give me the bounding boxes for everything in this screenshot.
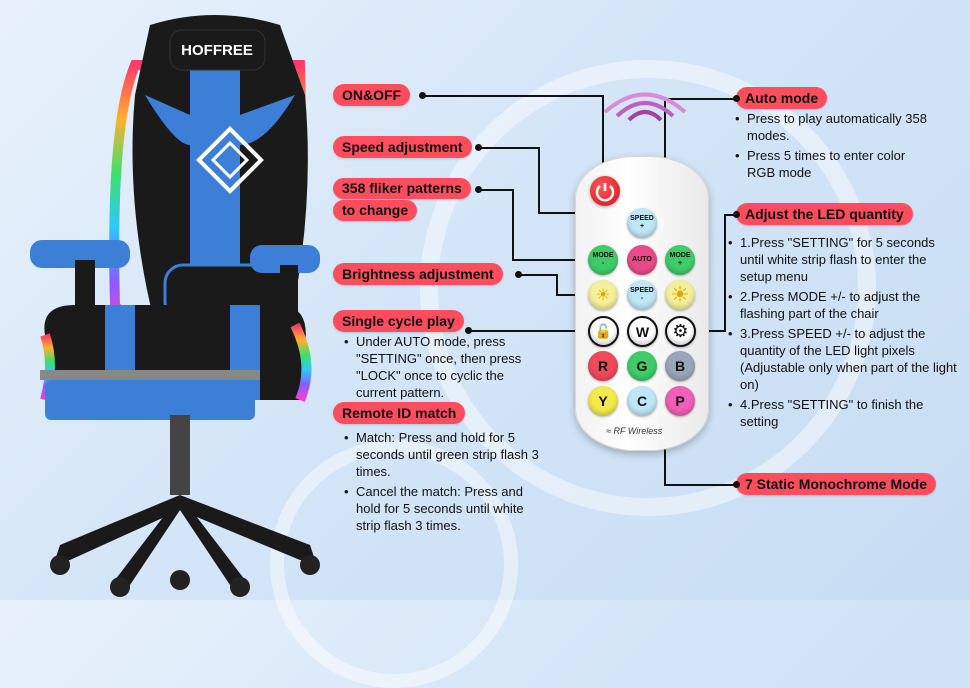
sun-small-icon: ☀	[595, 287, 611, 304]
label-fliker-patterns-line1: 358 fliker patterns	[342, 180, 462, 196]
sun-large-icon: ☀	[670, 282, 690, 307]
gaming-chair-image: HOFFREE	[30, 15, 320, 597]
auto-mode-item-rgb: Press 5 times to enter color RGB mode	[735, 147, 935, 181]
label-remote-id-match: Remote ID match	[333, 402, 466, 424]
connector-brightness-h2	[556, 294, 588, 296]
speed-plus-sign: +	[639, 223, 645, 230]
chair-brand-text: HOFFREE	[181, 42, 253, 59]
red-button[interactable]: R	[588, 351, 618, 381]
blue-button[interactable]: B	[665, 351, 695, 381]
dot-on-off	[419, 92, 426, 99]
single-cycle-item: Under AUTO mode, press "SETTING" once, t…	[344, 333, 539, 401]
dot-static	[733, 481, 740, 488]
rf-wireless-text: ≈ RF Wireless	[606, 426, 662, 436]
cyan-button[interactable]: C	[627, 386, 657, 416]
setting-button[interactable]: ⚙	[665, 316, 696, 347]
speed-plus-button[interactable]: SPEED +	[627, 208, 657, 238]
lock-icon: 🔓	[594, 323, 613, 339]
connector-led	[724, 214, 736, 216]
mode-minus-sign: -	[601, 260, 605, 267]
power-button[interactable]	[590, 176, 620, 206]
label-static-monochrome-mode: 7 Static Monochrome Mode	[736, 473, 937, 495]
connector-led-h2	[696, 330, 726, 332]
remote-id-description: Match: Press and hold for 5 seconds unti…	[344, 429, 539, 537]
wifi-icon: ≈	[606, 426, 611, 436]
wireless-signal-icon	[603, 92, 687, 122]
adjust-led-step-3: 3.Press SPEED +/- to adjust the quantity…	[728, 325, 958, 393]
dot-led	[733, 211, 740, 218]
remote-id-item-cancel: Cancel the match: Press and hold for 5 s…	[344, 483, 539, 534]
adjust-led-description: 1.Press "SETTING" for 5 seconds until wh…	[728, 234, 958, 433]
label-speed-adjustment: Speed adjustment	[333, 136, 472, 158]
cyan-label: C	[636, 393, 648, 409]
purple-label: P	[675, 393, 685, 409]
connector-static	[664, 432, 666, 484]
rf-wireless-label: RF Wireless	[613, 426, 663, 436]
connector-single-cycle	[468, 330, 588, 332]
label-single-cycle-play: Single cycle play	[333, 310, 464, 332]
connector-on-off	[422, 95, 604, 97]
label-fliker-patterns-2: to change	[333, 200, 418, 221]
label-fliker-patterns-line2: to change	[342, 202, 409, 218]
speed-minus-label: SPEED	[630, 287, 654, 294]
green-label: G	[636, 358, 648, 374]
green-button[interactable]: G	[627, 351, 657, 381]
brightness-up-button[interactable]: ☀	[665, 280, 695, 310]
connector-brightness	[518, 274, 558, 276]
connector-fliker	[478, 189, 512, 191]
connector-static-h	[664, 484, 736, 486]
power-icon	[595, 183, 615, 202]
single-cycle-description: Under AUTO mode, press "SETTING" once, t…	[344, 333, 539, 404]
connector-fliker-v	[512, 189, 514, 259]
white-button[interactable]: W	[627, 316, 658, 347]
mode-minus-button[interactable]: MODE -	[588, 245, 618, 275]
auto-mode-description: Press to play automatically 358 modes. P…	[735, 110, 935, 184]
connector-brightness-v	[556, 274, 558, 294]
red-label: R	[597, 358, 609, 374]
adjust-led-step-2: 2.Press MODE +/- to adjust the flashing …	[728, 288, 958, 322]
auto-button[interactable]: AUTO	[627, 245, 657, 275]
yellow-button[interactable]: Y	[588, 386, 618, 416]
adjust-led-step-4: 4.Press "SETTING" to finish the setting	[728, 396, 958, 430]
connector-speed-v	[538, 147, 540, 212]
speed-plus-label: SPEED	[630, 215, 654, 222]
white-label: W	[635, 323, 650, 340]
mode-plus-button[interactable]: MODE +	[665, 245, 695, 275]
connector-led-v	[724, 214, 726, 330]
label-on-off: ON&OFF	[333, 84, 411, 106]
dot-fliker	[475, 186, 482, 193]
label-brightness-adjustment: Brightness adjustment	[333, 263, 503, 285]
dot-auto	[733, 95, 740, 102]
auto-label: AUTO	[632, 256, 652, 263]
speed-minus-button[interactable]: SPEED -	[627, 280, 657, 310]
label-fliker-patterns: 358 fliker patterns	[333, 178, 471, 199]
yellow-label: Y	[598, 393, 608, 409]
auto-mode-item-play: Press to play automatically 358 modes.	[735, 110, 935, 144]
connector-on-off-v	[602, 95, 604, 175]
dot-single-cycle	[465, 327, 472, 334]
mode-plus-sign: +	[677, 260, 683, 267]
mode-plus-label: MODE	[669, 252, 691, 259]
label-auto-mode: Auto mode	[736, 87, 828, 109]
brightness-down-button[interactable]: ☀	[588, 280, 618, 310]
speed-minus-sign: -	[640, 295, 644, 302]
dot-brightness	[515, 271, 522, 278]
remote-id-item-match: Match: Press and hold for 5 seconds unti…	[344, 429, 539, 480]
mode-minus-label: MODE	[592, 252, 614, 259]
connector-auto	[664, 98, 736, 100]
purple-button[interactable]: P	[665, 386, 695, 416]
blue-label: B	[674, 358, 686, 374]
connector-fliker-h2	[512, 259, 588, 261]
label-adjust-led-quantity: Adjust the LED quantity	[736, 203, 913, 225]
dot-speed	[475, 144, 482, 151]
adjust-led-step-1: 1.Press "SETTING" for 5 seconds until wh…	[728, 234, 958, 285]
gear-icon: ⚙	[672, 321, 689, 341]
connector-speed	[478, 147, 538, 149]
lock-button[interactable]: 🔓	[588, 316, 619, 347]
